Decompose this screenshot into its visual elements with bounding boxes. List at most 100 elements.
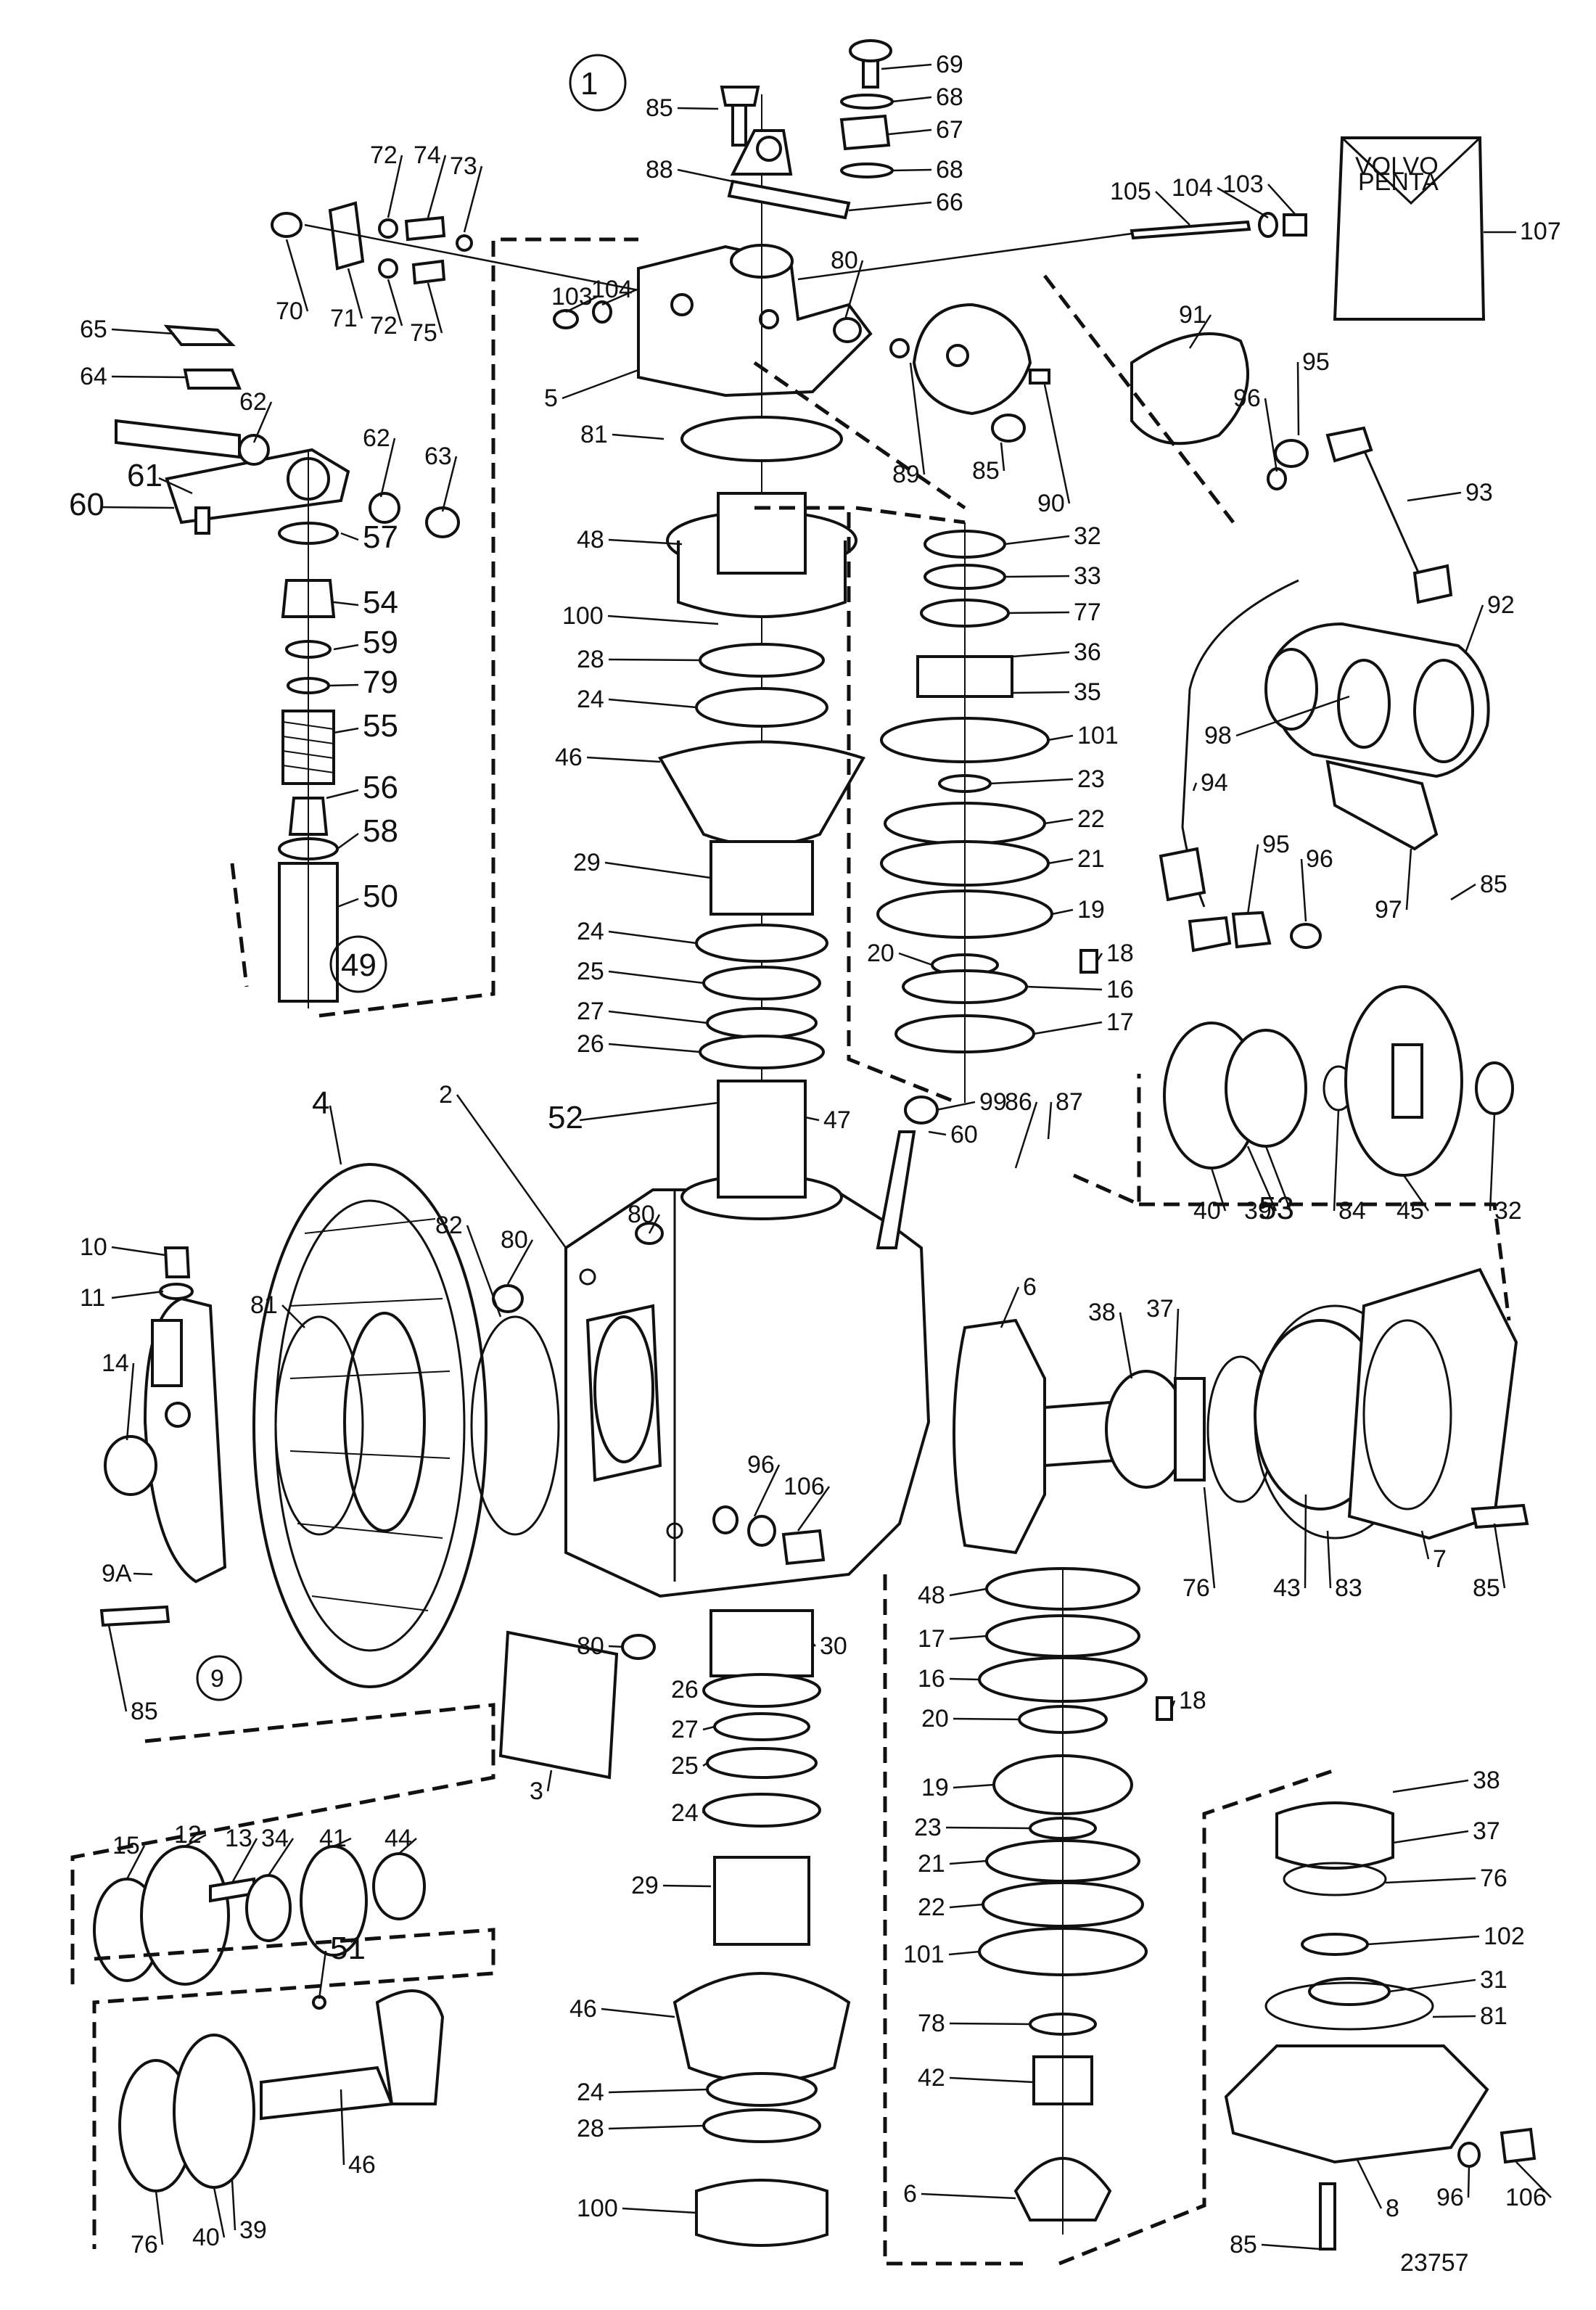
- rod-105-group: [797, 212, 1307, 281]
- callout-leader: [1450, 883, 1476, 901]
- shaft-group-lower-left: [93, 1845, 426, 1986]
- right-lower-stack: [978, 1567, 1173, 2235]
- callout-label: 20: [921, 1705, 949, 1732]
- callout-label: 5: [544, 385, 558, 412]
- callout-leader: [126, 1362, 135, 1441]
- callout-c18a: 18: [1095, 940, 1134, 967]
- callout-circle: [329, 935, 387, 993]
- callout-label: 9A: [102, 1560, 132, 1587]
- callout-label: 66: [936, 189, 963, 216]
- pump-cover-group: [889, 303, 1249, 445]
- callout-c46c: 46: [340, 2089, 376, 2179]
- logo-penta-text: PENTA: [1358, 168, 1439, 196]
- callout-leader: [921, 2192, 1016, 2200]
- callout-leader: [427, 155, 447, 218]
- callout-circle: [569, 54, 627, 112]
- callout-c40a: 40: [1193, 1167, 1227, 1225]
- callout-c104b: 104: [591, 276, 638, 306]
- callout-leader: [1246, 1146, 1278, 1212]
- callout-c76b: 76: [1385, 1865, 1507, 1892]
- callout-label: 76: [131, 2231, 158, 2258]
- callout-c79: 79: [329, 665, 398, 700]
- callout-leader: [1235, 695, 1350, 737]
- gasket-3: [498, 1630, 619, 1780]
- callout-leader: [1464, 604, 1484, 654]
- callout-leader: [1119, 1312, 1133, 1379]
- callout-label: 96: [1436, 2184, 1464, 2211]
- callout-c20a: 20: [867, 940, 933, 967]
- callout-c106b: 106: [1505, 2161, 1552, 2211]
- callout-label: 55: [363, 708, 398, 744]
- callout-leader: [949, 1677, 980, 1681]
- callout-label: 4: [312, 1085, 329, 1121]
- callout-c39a: 39: [1244, 1146, 1278, 1225]
- callout-label: 24: [671, 1799, 699, 1827]
- callout-label: 96: [747, 1451, 775, 1479]
- callout-label: 23: [914, 1814, 942, 1841]
- callout-c12: 12: [174, 1821, 207, 1849]
- callout-c44: 44: [384, 1825, 417, 1854]
- callout-c23b: 23: [914, 1814, 1031, 1841]
- callout-leader: [949, 2076, 1034, 2084]
- callout-label: 76: [1182, 1574, 1210, 1602]
- callout-label: 69: [936, 51, 963, 78]
- callout-leader: [1217, 186, 1269, 219]
- callout-label: 51: [330, 1931, 366, 1966]
- top-small-parts: [839, 39, 894, 178]
- callout-leader: [1192, 782, 1198, 792]
- callout-leader: [347, 268, 363, 319]
- callout-label: 68: [936, 156, 963, 184]
- callout-leader: [1203, 1487, 1216, 1589]
- callout-c26a: 26: [577, 1030, 701, 1058]
- callout-c27a: 27: [577, 998, 708, 1025]
- callout-leader: [622, 2207, 697, 2214]
- hose-94: [1159, 579, 1322, 953]
- callout-label: 57: [363, 519, 398, 555]
- callout-leader: [107, 1624, 128, 1712]
- callout-leader: [702, 1762, 708, 1767]
- callout-c67: 67: [888, 116, 963, 144]
- callout-leader: [1014, 1101, 1038, 1169]
- callout-label: 54: [363, 585, 398, 620]
- callout-c23a: 23: [990, 765, 1105, 793]
- callout-c18b: 18: [1170, 1687, 1206, 1714]
- callout-leader: [1004, 575, 1070, 578]
- top-bracket: [720, 86, 851, 220]
- callout-label: 81: [580, 421, 608, 448]
- callout-c29b: 29: [631, 1872, 712, 1899]
- callout-c106a: 106: [783, 1473, 831, 1532]
- callout-c9A: 9A: [102, 1560, 153, 1587]
- callout-leader: [466, 1225, 502, 1318]
- cover-9: [99, 1246, 227, 1627]
- callout-leader: [333, 727, 359, 734]
- o-rings-81-82: [274, 1315, 560, 1536]
- callout-c17b: 17: [918, 1625, 987, 1653]
- callout-label: 24: [577, 686, 604, 713]
- callout-leader: [608, 2088, 708, 2094]
- callout-label: 37: [1473, 1817, 1500, 1845]
- callout-label: 79: [363, 665, 398, 700]
- callout-c80b: 80: [628, 1201, 661, 1234]
- callout-leader: [337, 897, 359, 908]
- callout-leader: [329, 1105, 342, 1165]
- callout-c28b: 28: [577, 2115, 704, 2142]
- callout-label: 27: [671, 1716, 699, 1743]
- callout-leader: [111, 1246, 166, 1257]
- callout-c30: 30: [812, 1632, 847, 1660]
- callout-leader: [326, 789, 359, 800]
- callout-label: 40: [192, 2224, 220, 2251]
- callout-leader: [546, 1770, 553, 1792]
- callout-c56: 56: [326, 770, 398, 805]
- callout-c81c: 81: [1432, 2002, 1507, 2030]
- callout-leader: [1011, 691, 1070, 694]
- callout-leader: [111, 328, 175, 335]
- callout-label: 59: [363, 625, 398, 660]
- callout-c72a: 72: [370, 141, 403, 218]
- callout-leader: [608, 970, 704, 985]
- callout-label: 46: [555, 744, 583, 771]
- callout-label: 31: [1480, 1966, 1507, 1994]
- callout-label: 71: [330, 305, 358, 332]
- callout-label: 50: [363, 879, 398, 914]
- callout-c36: 36: [1011, 638, 1101, 666]
- callout-c85f: 85: [1230, 2231, 1321, 2258]
